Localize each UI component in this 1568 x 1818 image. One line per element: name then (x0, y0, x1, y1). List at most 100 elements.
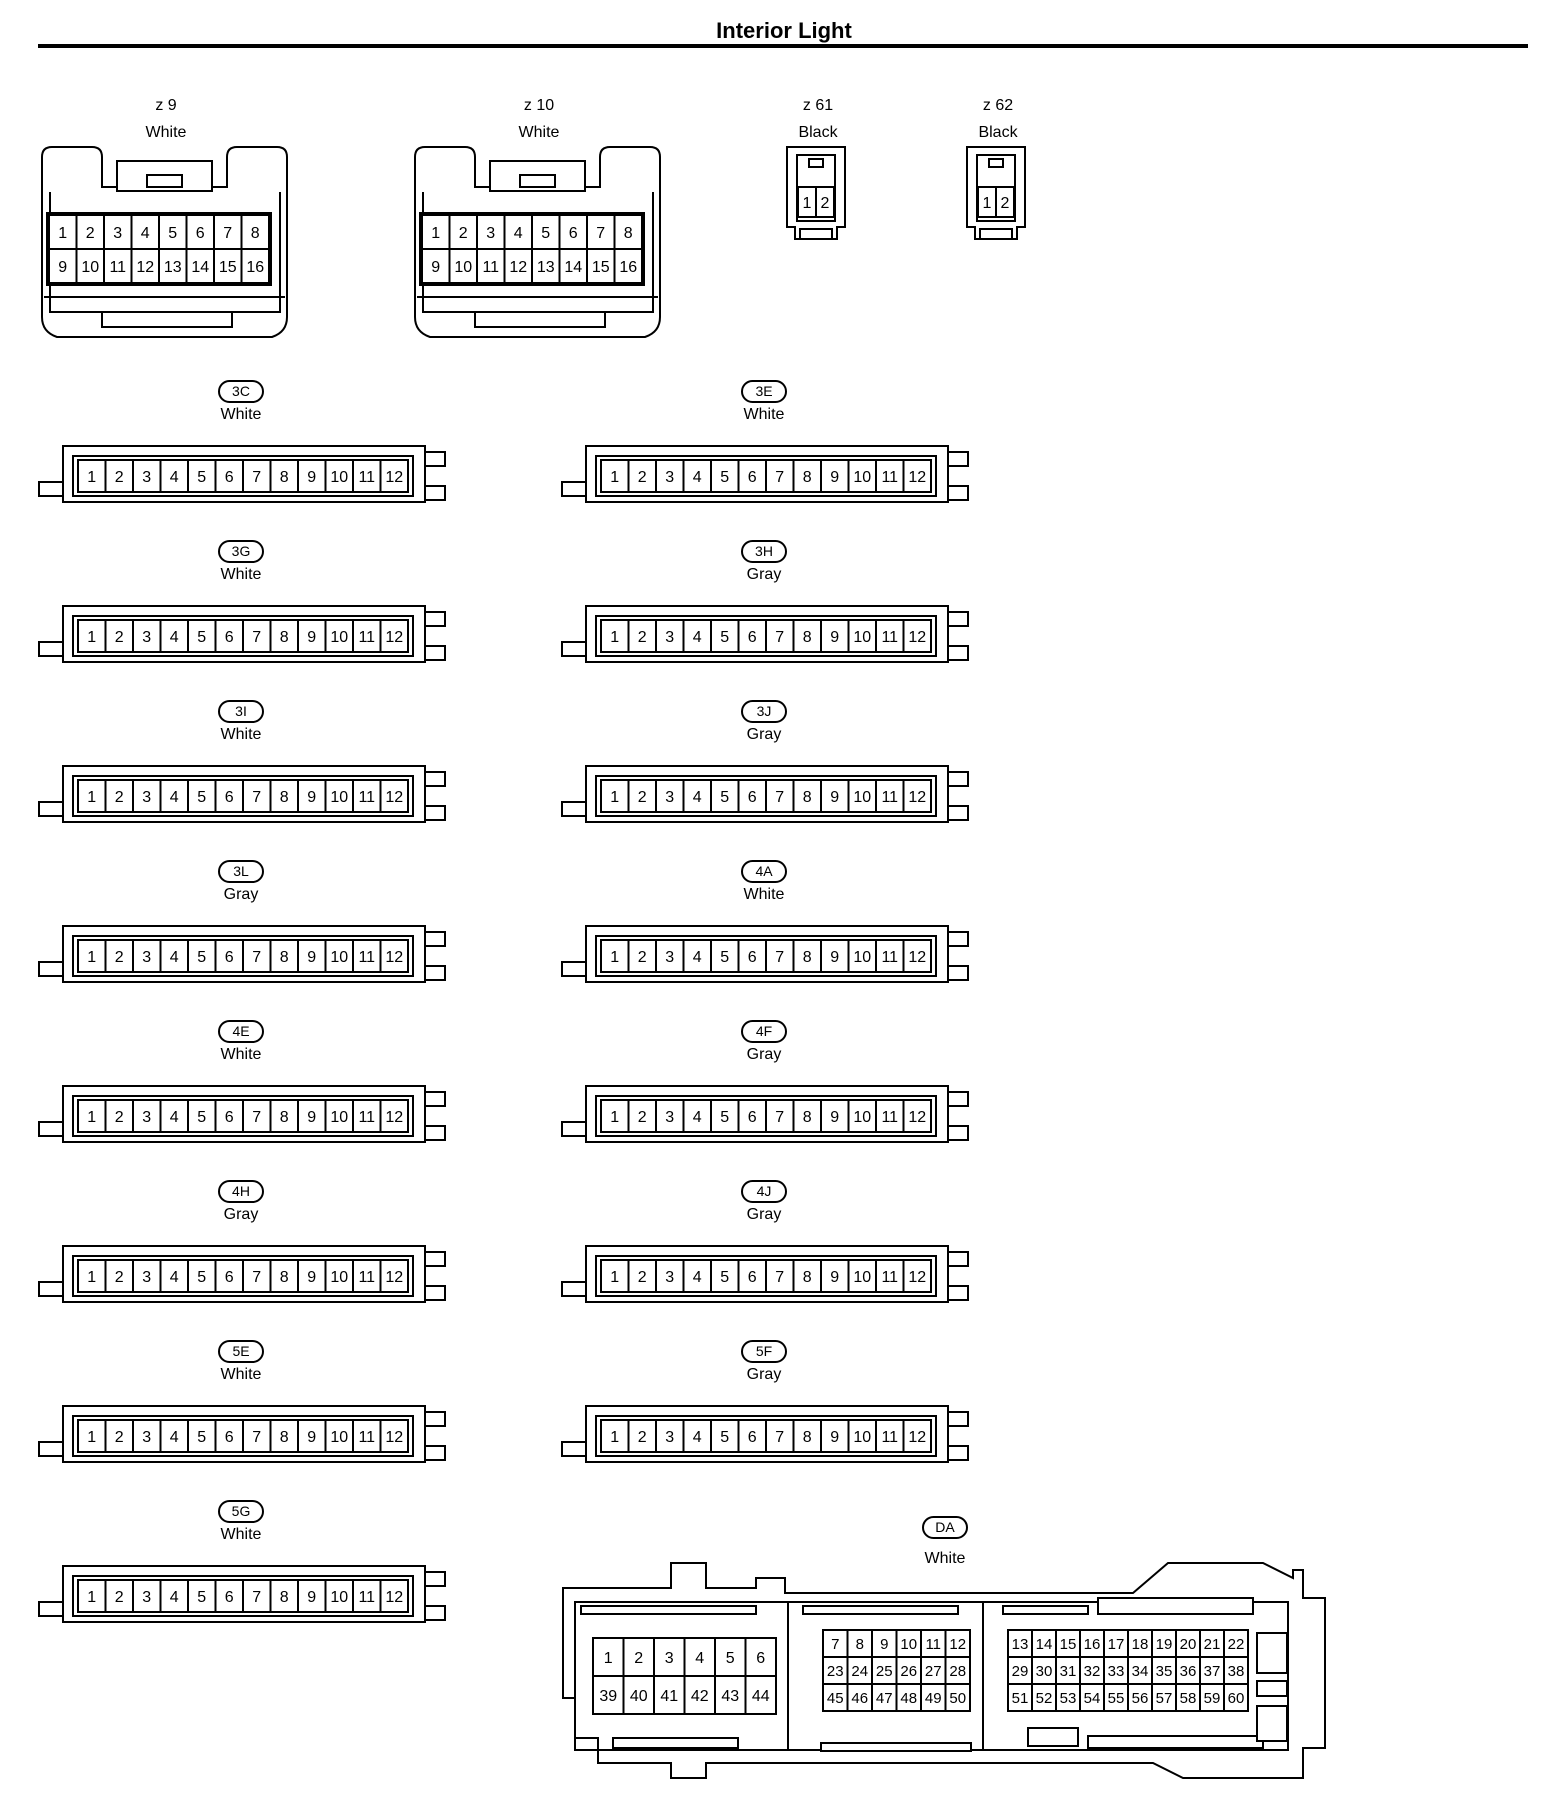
pin-label: 5 (726, 1650, 735, 1667)
pin-label: 8 (624, 225, 633, 242)
pin-label: 3 (665, 949, 674, 966)
pin-label: 11 (358, 629, 375, 646)
pin (531, 214, 561, 250)
pin-label: 9 (880, 1636, 888, 1653)
pin-label: 11 (881, 629, 898, 646)
connector-ear-right-top (947, 931, 969, 947)
pin (503, 248, 533, 284)
connector-ear-right-bottom (424, 1285, 446, 1301)
pin-label: 12 (509, 259, 527, 276)
pin-label: 6 (225, 629, 234, 646)
connector-slot (1002, 1605, 1089, 1615)
pin-label: 11 (881, 1109, 898, 1126)
pin (159, 1579, 189, 1613)
pin-label: 7 (775, 1269, 784, 1286)
pin (104, 1099, 134, 1133)
pin (240, 214, 270, 250)
pin (77, 1419, 107, 1453)
connector-ear-right-top (424, 1091, 446, 1107)
pin-label: 11 (358, 1429, 375, 1446)
pin (476, 248, 506, 284)
pin-label: 4 (693, 1269, 702, 1286)
connector-slot (802, 1605, 959, 1615)
page-title: Interior Light (716, 18, 852, 43)
pin (324, 1099, 354, 1133)
pin (130, 248, 160, 284)
connector-ear-right-top (947, 1411, 969, 1427)
pin-label: 2 (821, 195, 830, 212)
pin-label: 4 (170, 949, 179, 966)
pin (558, 248, 588, 284)
pin-label: 4 (693, 629, 702, 646)
pin-label: 21 (1204, 1636, 1221, 1653)
connector-color-3L: Gray (223, 886, 259, 903)
connector-id-3H: 3H (741, 540, 787, 563)
pin-label: 12 (908, 949, 926, 966)
pin-label: 11 (358, 789, 375, 806)
pin-label: 7 (775, 1109, 784, 1126)
connector-ear-left (561, 1281, 589, 1297)
connector-ear-right-top (947, 1251, 969, 1267)
pin-label: 3 (142, 949, 151, 966)
pin-label: 43 (721, 1688, 739, 1705)
pin-label: 12 (385, 1589, 403, 1606)
pin (995, 186, 1015, 218)
pin-label: 7 (252, 949, 261, 966)
pin-label: 55 (1108, 1690, 1125, 1707)
pin-label: 2 (115, 629, 124, 646)
pin (710, 459, 740, 493)
pin-label: 5 (720, 629, 729, 646)
connector-color-3C: White (220, 406, 262, 423)
pin-label: 1 (610, 629, 619, 646)
connector-slot (820, 1742, 972, 1752)
pin (655, 459, 685, 493)
connector-ear-right-top (424, 611, 446, 627)
pin (132, 619, 162, 653)
pin-label: 13 (164, 259, 182, 276)
connector-ear-left (561, 801, 589, 817)
pin-label: 10 (330, 789, 348, 806)
pin-label: 8 (280, 1269, 289, 1286)
pin-label: 16 (246, 259, 264, 276)
pin (822, 1656, 849, 1685)
pin-label: 10 (454, 259, 472, 276)
pin (710, 1099, 740, 1133)
pin-label: 10 (853, 949, 871, 966)
pin-label: 5 (197, 1589, 206, 1606)
pin-label: 7 (252, 789, 261, 806)
pin-label: 2 (638, 949, 647, 966)
pin-label: 4 (170, 789, 179, 806)
pin (77, 619, 107, 653)
pin-label: 2 (634, 1650, 643, 1667)
pin-label: 52 (1036, 1690, 1053, 1707)
connector-ear-left (561, 961, 589, 977)
connector-ear-right-bottom (947, 645, 969, 661)
pin (379, 1579, 409, 1613)
pin (847, 1259, 877, 1293)
pin-label: 5 (720, 1109, 729, 1126)
pin-label: 1 (610, 949, 619, 966)
pin-label: 1 (803, 195, 812, 212)
pin-label: 8 (280, 1109, 289, 1126)
pin-label: 15 (1060, 1636, 1077, 1653)
connector-latch (808, 158, 824, 168)
pin (297, 779, 327, 813)
pin-label: 12 (908, 469, 926, 486)
pin (902, 459, 932, 493)
pin-label: 8 (280, 1589, 289, 1606)
pin-label: 58 (1180, 1690, 1197, 1707)
pin-label: 12 (385, 629, 403, 646)
pin-label: 6 (756, 1650, 765, 1667)
pin-label: 22 (1228, 1636, 1245, 1653)
pin-label: 11 (881, 949, 898, 966)
pin-label: 9 (830, 1429, 839, 1446)
pin-label: 1 (87, 629, 96, 646)
pin (242, 1419, 272, 1453)
pin (653, 1675, 686, 1715)
pin (792, 939, 822, 973)
pin-label: 8 (803, 1109, 812, 1126)
pin-label: 6 (225, 949, 234, 966)
connector-latch (988, 158, 1004, 168)
pin-label: 3 (142, 1269, 151, 1286)
